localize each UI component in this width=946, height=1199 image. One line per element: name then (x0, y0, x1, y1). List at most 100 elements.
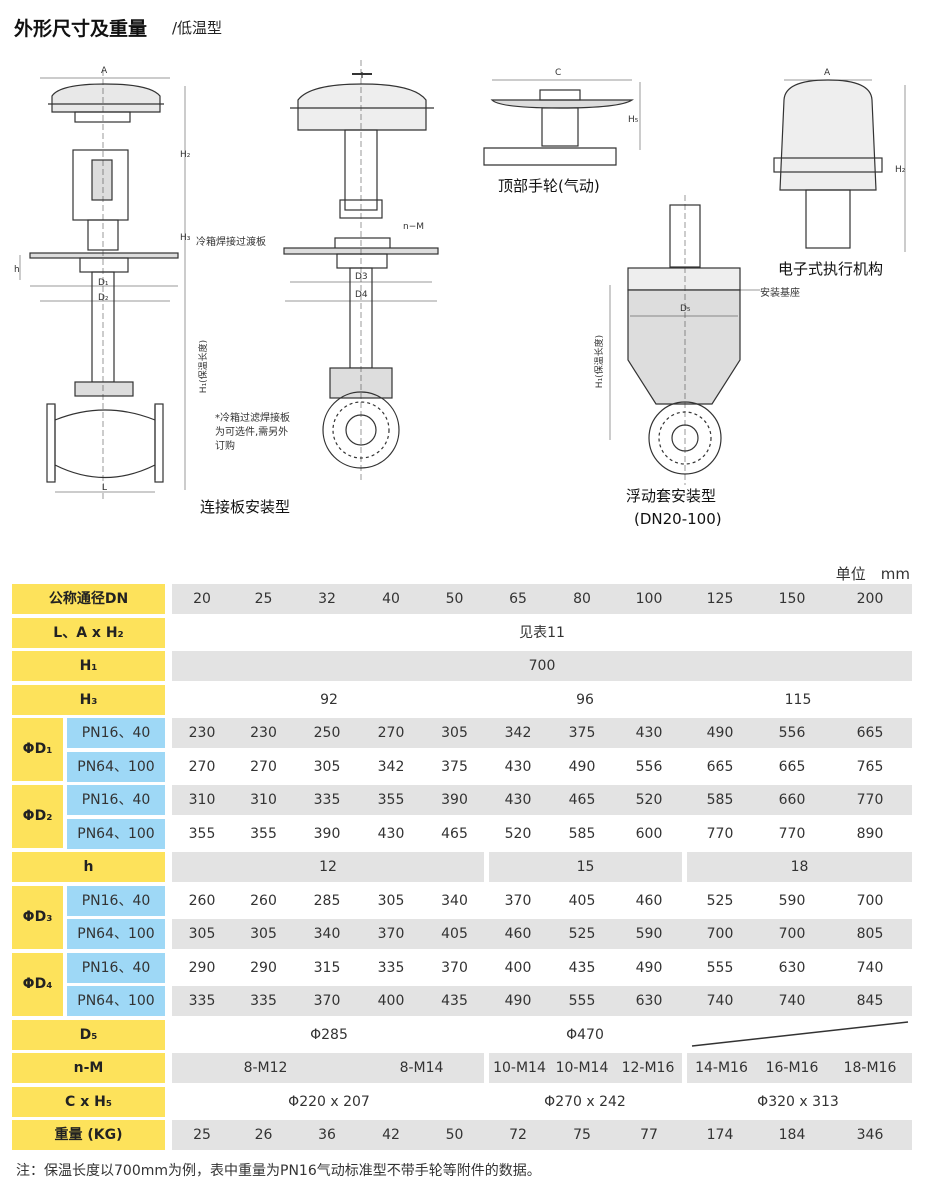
row-background (172, 584, 912, 614)
table-cell: 370 (377, 926, 405, 942)
row-background (172, 718, 912, 748)
table-cell: 700 (528, 658, 556, 674)
table-cell: 525 (568, 926, 596, 942)
table-cell: 490 (504, 993, 532, 1009)
table-cell: 556 (778, 725, 806, 741)
table-cell: 230 (250, 725, 277, 741)
table-cell: 75 (573, 1127, 591, 1143)
table-cell: 665 (778, 759, 806, 775)
table-cell: 556 (635, 759, 663, 775)
caption-floating-range: (DN20-100) (634, 510, 722, 528)
footnote: 注：保温长度以700mm为例，表中重量为PN16气动标准型不带手轮等附件的数据。 (16, 1163, 541, 1179)
table-cell: 10-M14 (489, 1053, 550, 1083)
table-cell: 346 (856, 1127, 884, 1143)
table-cell: 8-M12 (172, 1053, 359, 1083)
caption-handwheel: 顶部手轮(气动) (498, 177, 600, 195)
dim-H1: H₁(保温长度) (199, 339, 210, 394)
table-cell: 700 (856, 893, 884, 909)
table-cell: Φ220 x 207 (288, 1094, 370, 1110)
table-cell: 355 (377, 792, 405, 808)
dim-H5: H₅ (628, 115, 639, 125)
page-title: 外形尺寸及重量 (14, 18, 148, 40)
table-cell: 740 (778, 993, 806, 1009)
table-cell: Φ320 x 313 (757, 1094, 839, 1110)
row-group-label: ΦD₄ (12, 953, 63, 1016)
unit-label: 单位 mm (835, 565, 910, 583)
table-cell: 270 (377, 725, 405, 741)
table-cell: 430 (504, 759, 532, 775)
floating-mount-drawing (609, 195, 760, 485)
table-cell: 335 (377, 960, 405, 976)
table-cell: 290 (188, 960, 216, 976)
table-cell: 520 (635, 792, 663, 808)
table-cell: 770 (706, 826, 734, 842)
table-cell: 310 (188, 792, 216, 808)
handwheel-drawing (483, 79, 641, 166)
row-pressure-label: PN16、40 (67, 886, 165, 916)
row-background (172, 986, 912, 1016)
table-cell: 805 (856, 926, 884, 942)
caption-floating-mount: 浮动套安装型 (626, 487, 717, 505)
table-cell: 340 (313, 926, 341, 942)
plate-mount-side-drawing (283, 60, 439, 480)
table-cell: 270 (188, 759, 216, 775)
table-cell: 375 (441, 759, 468, 775)
row-group-label: ΦD₂ (12, 785, 63, 848)
dim-C: C (555, 68, 562, 78)
dim-D3: D3 (355, 272, 368, 282)
table-cell: 18-M16 (828, 1053, 912, 1083)
table-cell: 355 (188, 826, 216, 842)
table-cell: 305 (313, 759, 341, 775)
table-cell: 335 (313, 792, 341, 808)
table-cell: 465 (568, 792, 596, 808)
table-cell: 520 (504, 826, 532, 842)
dim-H3: H₃ (180, 233, 191, 243)
table-cell: 660 (778, 792, 806, 808)
optional-plate-note: *冷箱过滤焊接板为可选件,需另外订购 (215, 413, 290, 452)
table-cell: 630 (778, 960, 806, 976)
row-label: C x H₅ (12, 1087, 165, 1117)
table-cell: 555 (706, 960, 734, 976)
row-pressure-label: PN16、40 (67, 718, 165, 748)
table-cell: 18 (687, 852, 912, 882)
table-cell: 770 (778, 826, 806, 842)
table-cell: 65 (509, 591, 527, 607)
caption-electric-actuator: 电子式执行机构 (778, 260, 884, 278)
table-cell: 700 (778, 926, 806, 942)
table-cell: 555 (568, 993, 596, 1009)
table-cell: 600 (635, 826, 663, 842)
table-cell: 390 (313, 826, 341, 842)
dim-D4: D4 (355, 290, 368, 300)
table-cell: 430 (635, 725, 663, 741)
dim-A: A (101, 66, 108, 76)
table-cell: 335 (250, 993, 277, 1009)
table-cell: 285 (313, 893, 341, 909)
dim-H1-floating: H₁(保温长度) (595, 334, 606, 389)
table-cell: 845 (856, 993, 884, 1009)
table-cell: 14-M16 (687, 1053, 756, 1083)
table-cell: 77 (640, 1127, 658, 1143)
table-cell: 36 (318, 1127, 336, 1143)
table-cell: 12 (172, 852, 484, 882)
table-cell: 125 (706, 591, 734, 607)
table-cell: 665 (706, 759, 734, 775)
table-cell: 400 (504, 960, 532, 976)
table-cell: 250 (313, 725, 341, 741)
table-cell: 184 (778, 1127, 806, 1143)
row-label: 重量 (KG) (12, 1120, 165, 1150)
table-cell: 50 (445, 591, 464, 607)
table-cell: 150 (778, 591, 806, 607)
dim-h: h (14, 265, 20, 275)
table-cell: 490 (635, 960, 663, 976)
table-cell: 890 (856, 826, 884, 842)
table-cell: 15 (489, 852, 682, 882)
table-cell: Φ470 (566, 1027, 604, 1043)
table-cell: 430 (377, 826, 405, 842)
table-cell: 405 (568, 893, 596, 909)
table-cell: 460 (635, 893, 663, 909)
row-label: H₃ (12, 685, 165, 715)
electric-actuator-drawing (773, 79, 906, 252)
row-background (172, 785, 912, 815)
row-label: 公称通径DN (12, 584, 165, 614)
table-cell: 310 (250, 792, 277, 808)
